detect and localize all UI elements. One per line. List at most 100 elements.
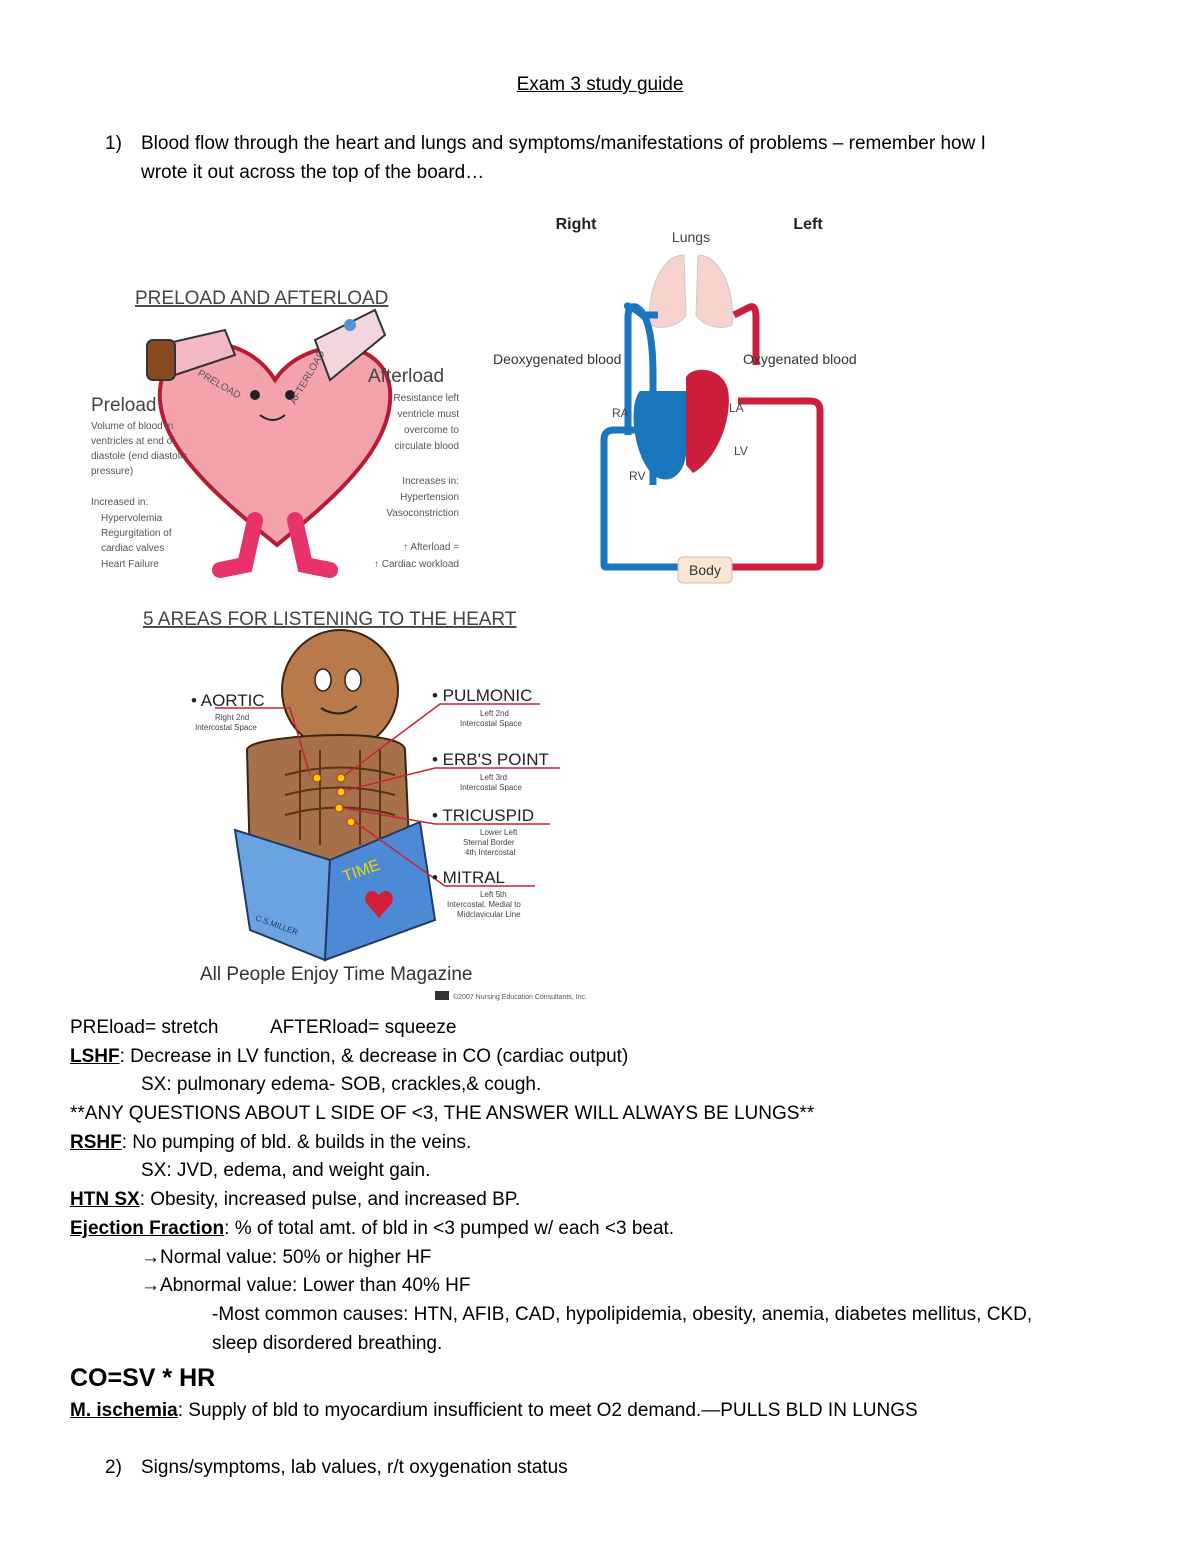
causes-line-1: -Most common causes: HTN, AFIB, CAD, hyp…	[212, 1304, 1033, 1325]
afterload-inc-2: Hypertension	[400, 492, 459, 503]
afterload-heading: Afterload	[368, 366, 444, 387]
listening-areas-illustration: 5 AREAS FOR LISTENING TO THE HEART TIME …	[143, 609, 587, 1001]
preload-increased-head: Increased in:	[91, 497, 148, 508]
pulmonic-sub-1: Left 2nd	[480, 709, 509, 718]
pulmonic-sub-2: Intercostal Space	[460, 719, 522, 728]
tricuspid-label: • TRICUSPID	[432, 806, 534, 825]
q2-text: Signs/symptoms, lab values, r/t oxygenat…	[141, 1457, 568, 1478]
erbs-callout-line	[346, 767, 560, 791]
lshf-term: LSHF	[70, 1046, 120, 1067]
lshf-symptoms: SX: pulmonary edema- SOB, crackles,& cou…	[141, 1074, 542, 1095]
lungs-label: Lungs	[672, 229, 710, 245]
preload-inc-2: Regurgitation of	[101, 528, 172, 539]
cardiac-output-formula: CO=SV * HR	[70, 1364, 216, 1392]
left-heart-chambers	[686, 369, 729, 473]
heart-leg-left	[212, 512, 263, 578]
htn-line: HTN SX: Obesity, increased pulse, and in…	[70, 1189, 520, 1211]
erbs-sub-1: Left 3rd	[480, 773, 507, 782]
heart-eye-right	[285, 390, 295, 400]
pulmonic-label: • PULMONIC	[432, 686, 532, 705]
right-side-label: Right	[556, 216, 598, 233]
right-heart-chambers	[633, 391, 686, 480]
tricuspid-callout-line	[342, 807, 550, 825]
mitral-callout-line	[354, 821, 535, 887]
q1-line2: wrote it out across the top of the board…	[141, 162, 485, 183]
afterload-vessel	[313, 308, 387, 382]
person-eye-left	[314, 668, 332, 692]
htn-definition: : Obesity, increased pulse, and increase…	[139, 1189, 521, 1210]
ef-abnormal-value: →Abnormal value: Lower than 40% HF	[141, 1275, 471, 1296]
causes-line-2: sleep disordered breathing.	[212, 1333, 443, 1354]
afterload-desc-4: circulate blood	[395, 441, 459, 452]
body-label: Body	[689, 562, 721, 578]
mitral-label: • MITRAL	[432, 868, 505, 887]
q1-line1: Blood flow through the heart and lungs a…	[141, 133, 986, 154]
mitral-sub-3: Midclavicular Line	[457, 910, 521, 919]
copyright-text: ©2007 Nursing Education Consultants, Inc…	[453, 993, 587, 1001]
left-side-reminder: **ANY QUESTIONS ABOUT L SIDE OF <3, THE …	[70, 1103, 815, 1124]
preload-desc-4: pressure)	[91, 466, 133, 477]
listening-title: 5 AREAS FOR LISTENING TO THE HEART	[143, 609, 517, 630]
lv-label: LV	[734, 444, 748, 458]
ischemia-line: M. ischemia: Supply of bld to myocardium…	[70, 1400, 918, 1422]
magazine-heart-icon	[365, 891, 393, 918]
ra-label: RA	[612, 406, 629, 420]
mitral-point	[346, 817, 356, 827]
ef-normal-value: →Normal value: 50% or higher HF	[141, 1247, 432, 1268]
deoxygenated-to-lungs	[623, 302, 651, 323]
mitral-sub-2: Intercostal, Medial to	[447, 900, 521, 909]
preload-note: PREload= stretch	[70, 1017, 219, 1038]
aortic-label: • AORTIC	[191, 691, 265, 710]
q2-number: 2)	[105, 1457, 122, 1478]
body-box	[677, 556, 733, 584]
rshf-definition: : No pumping of bld. & builds in the vei…	[121, 1132, 472, 1153]
afterload-note-1: ↑ Afterload =	[403, 542, 459, 553]
afterload-inc-1: Increases in:	[402, 476, 459, 487]
rshf-symptoms: SX: JVD, edema, and weight gain.	[141, 1160, 431, 1181]
lung-left	[695, 254, 734, 328]
ischemia-term: M. ischemia	[70, 1400, 178, 1421]
pulmonic-point	[336, 773, 346, 783]
page-title: Exam 3 study guide	[516, 74, 684, 95]
erbs-label: • ERB'S POINT	[432, 750, 549, 769]
rshf-term: RSHF	[70, 1132, 122, 1153]
preload-vessel-cap	[146, 339, 176, 381]
left-side-label: Left	[793, 216, 823, 233]
aortic-sub-1: Right 2nd	[215, 713, 249, 722]
preload-inc-4: Heart Failure	[101, 559, 159, 570]
htn-term: HTN SX	[70, 1189, 140, 1210]
preload-afterload-illustration: PRELOAD AND AFTERLOAD PRELOAD AFTERLOAD …	[91, 288, 459, 578]
heart-eye-left	[250, 390, 260, 400]
magazine-right-page	[323, 820, 437, 962]
ef-term: Ejection Fraction	[70, 1218, 225, 1239]
person-smile	[320, 705, 358, 715]
preload-desc-2: ventricles at end of	[91, 436, 175, 447]
aortic-sub-2: Intercostal Space	[195, 723, 257, 732]
afterload-inc-3: Vasoconstriction	[386, 508, 459, 519]
publisher-logo	[435, 991, 449, 1000]
person-head	[281, 629, 399, 751]
afterload-desc-1: Resistance left	[393, 393, 459, 404]
aortic-callout-line	[215, 707, 311, 776]
afterload-desc-3: overcome to	[404, 425, 459, 436]
q1-number: 1)	[105, 133, 122, 154]
mitral-sub-1: Left 5th	[480, 890, 507, 899]
la-label: LA	[729, 401, 744, 415]
erbs-point	[336, 787, 346, 797]
lshf-definition: : Decrease in LV function, & decrease in…	[119, 1046, 629, 1067]
oxygenated-label: Oxygenated blood	[743, 351, 857, 367]
ribcage	[284, 750, 396, 845]
preload-desc-1: Volume of blood in	[91, 421, 173, 432]
preload-desc-3: diastole (end diastolic	[91, 451, 187, 462]
preload-heading: Preload	[91, 395, 157, 416]
aortic-point	[312, 773, 322, 783]
heart-mouth	[259, 414, 286, 421]
preload-inc-1: Hypervolemia	[101, 513, 163, 524]
person-eye-right	[344, 668, 362, 692]
tricuspid-sub-3: 4th Intercostal	[465, 848, 515, 857]
tricuspid-sub-2: Sternal Border	[463, 838, 515, 847]
ef-definition: : % of total amt. of bld in <3 pumped w/…	[224, 1218, 675, 1239]
preload-afterload-title: PRELOAD AND AFTERLOAD	[135, 288, 388, 309]
mnemonic-text: All People Enjoy Time Magazine	[200, 964, 472, 985]
tricuspid-sub-1: Lower Left	[480, 828, 518, 837]
